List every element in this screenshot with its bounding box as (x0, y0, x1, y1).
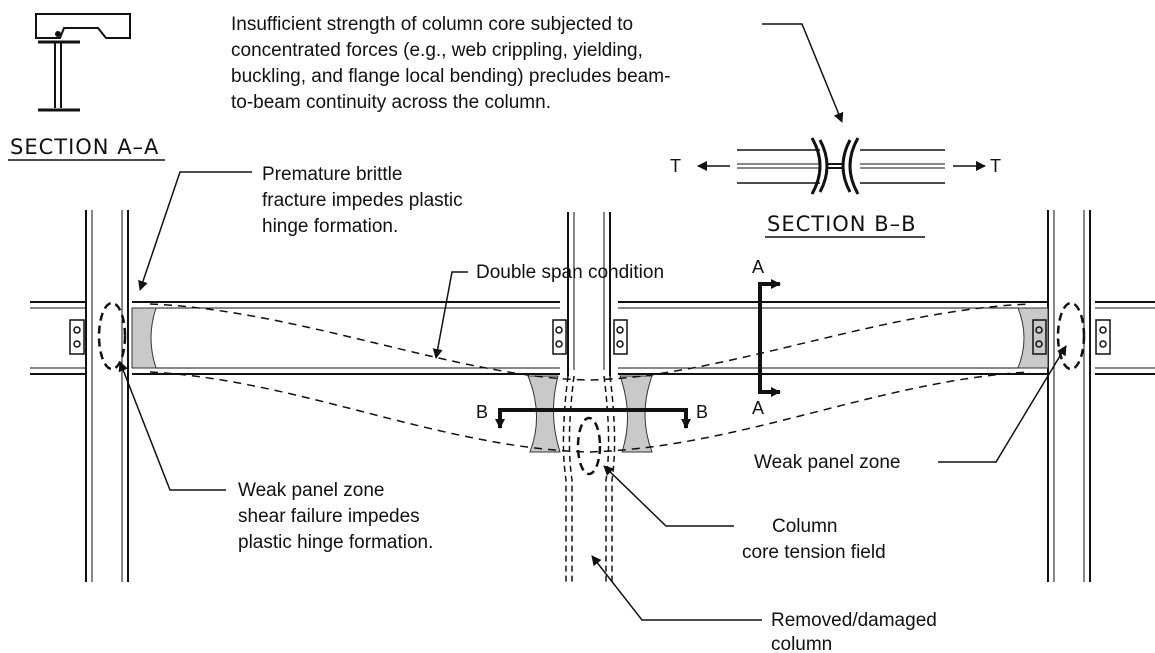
removed-column-outline (562, 375, 616, 582)
weak-panel-right-label: Weak panel zone (754, 452, 900, 473)
insufficient-strength-line-2: concentrated forces (e.g., web crippling… (231, 40, 643, 61)
weak-panel-left-note: Weak panel zone shear failure impedes pl… (238, 480, 433, 553)
premature-fracture-line-1: Premature brittle (262, 164, 402, 185)
cut-a-label-top: A (752, 257, 764, 277)
deflected-shape-bottom (149, 371, 1031, 453)
weak-panel-left-line-2: shear failure impedes (238, 506, 420, 527)
weak-panel-left-line-1: Weak panel zone (238, 480, 384, 501)
beam-left-bay (132, 301, 560, 375)
weak-panel-ellipse-right (1056, 301, 1086, 371)
tension-field-ellipse (576, 416, 602, 476)
leader-lines (118, 23, 1067, 621)
insufficient-strength-line-1: Insufficient strength of column core sub… (231, 14, 633, 35)
section-cut-a (758, 279, 781, 397)
tension-field-line-2: core tension field (742, 542, 886, 563)
removed-column-line-1: Removed/damaged (771, 610, 937, 631)
tension-label-right: T (990, 156, 1001, 176)
beam-end-zones (131, 307, 1049, 453)
cut-a-label-bottom: A (752, 398, 764, 418)
premature-fracture-line-2: fracture impedes plastic (262, 190, 463, 211)
section-cut-b (495, 408, 691, 429)
section-bb-label: SECTION B–B (767, 212, 917, 236)
insufficient-strength-line-4: to-beam continuity across the column. (231, 92, 551, 113)
cut-b-label-right: B (696, 402, 708, 422)
column-right (1047, 210, 1091, 582)
beam-right-bay (618, 301, 1048, 375)
section-aa-label: SECTION A–A (10, 135, 159, 159)
insufficient-strength-line-3: buckling, and flange local bending) prec… (231, 66, 670, 87)
column-center-upper (567, 212, 611, 376)
tension-field-line-1: Column (772, 516, 837, 537)
shear-tab-connections (69, 319, 1111, 355)
insufficient-strength-note: Insufficient strength of column core sub… (231, 14, 670, 113)
cut-b-label-left: B (476, 402, 488, 422)
column-left (85, 210, 129, 582)
premature-fracture-line-3: hinge formation. (262, 216, 398, 237)
tension-field-note: Column core tension field (742, 516, 886, 563)
deflected-shape-top (149, 303, 1031, 381)
beam-stub-left (30, 301, 86, 375)
beam-stub-right (1095, 301, 1155, 375)
section-bb-detail (697, 137, 986, 238)
removed-column-line-2: column (771, 634, 832, 653)
removed-column-note: Removed/damaged column (771, 610, 937, 653)
premature-fracture-note: Premature brittle fracture impedes plast… (262, 164, 463, 237)
section-aa-detail (8, 13, 165, 161)
double-span-label: Double span condition (476, 262, 664, 283)
weak-panel-ellipse-left (97, 301, 127, 371)
tension-label-left: T (670, 156, 681, 176)
weak-panel-left-line-3: plastic hinge formation. (238, 532, 433, 553)
